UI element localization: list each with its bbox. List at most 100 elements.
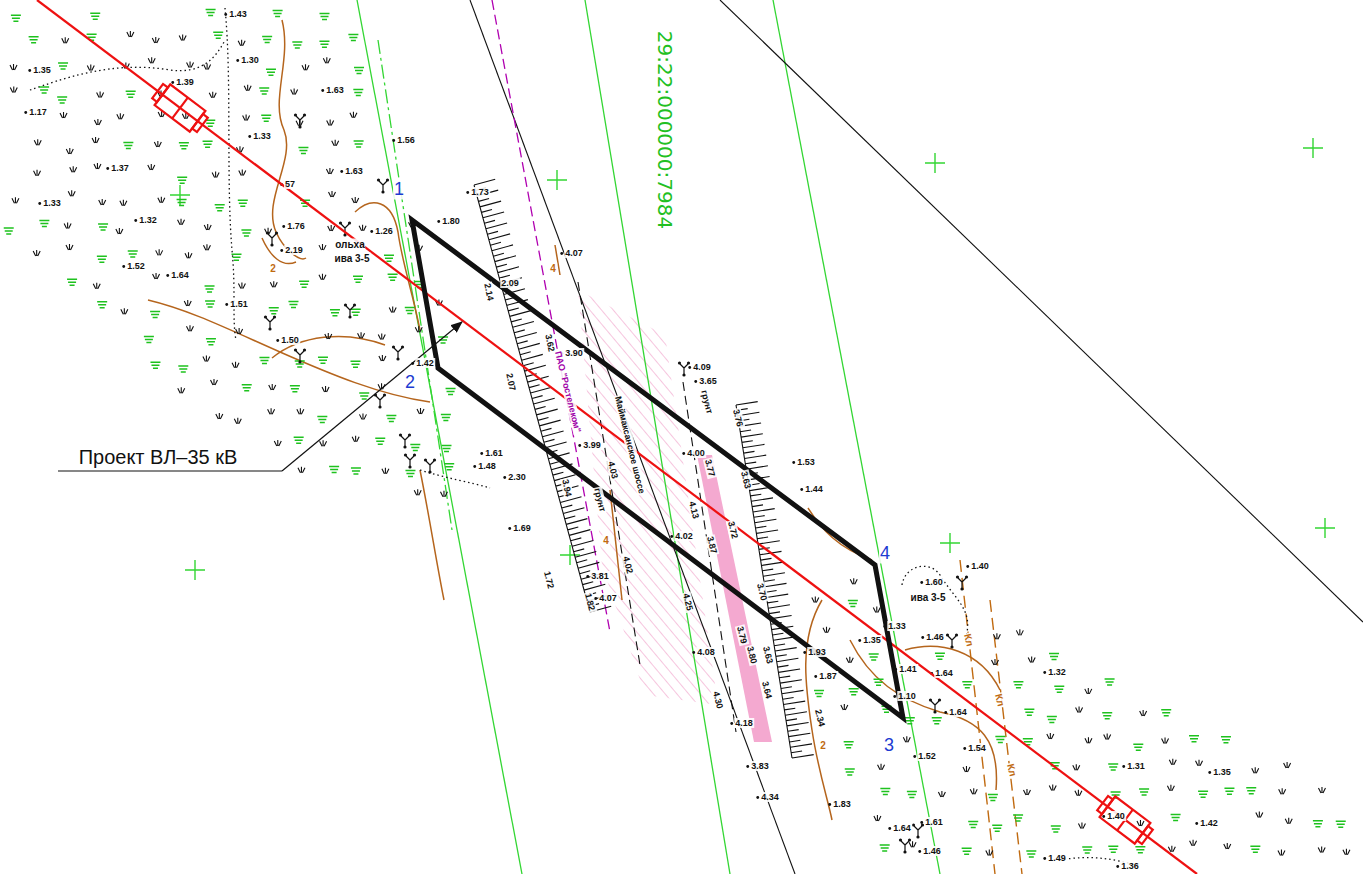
- shrub-symbol: [273, 315, 276, 318]
- grass-symbol: [187, 61, 194, 67]
- grass-symbol: [1137, 820, 1144, 826]
- elevation-point: [746, 765, 749, 768]
- grass-symbol: [70, 166, 77, 172]
- swamp-symbol: [203, 141, 213, 147]
- elevation-point: [814, 675, 817, 678]
- shrub-symbol: [264, 315, 267, 318]
- swamp-symbol: [874, 679, 884, 685]
- elevation-mark: 1.69: [512, 523, 532, 533]
- swamp-symbol: [814, 691, 824, 697]
- map-note: 1.82: [583, 591, 597, 612]
- shrub-symbol: [406, 456, 414, 466]
- grass-symbol: [352, 436, 359, 442]
- map-note: 4.30: [711, 689, 725, 710]
- elevation-mark: 4.34: [760, 792, 780, 802]
- grass-symbol: [414, 489, 421, 495]
- grass-symbol: [244, 85, 251, 91]
- swamp-symbol: [39, 87, 49, 93]
- boundary-lines: [357, 0, 1363, 874]
- elevation-point: [803, 651, 806, 654]
- swamp-symbol: [1313, 821, 1323, 827]
- grass-symbol: [210, 379, 217, 385]
- swamp-symbol: [241, 230, 251, 236]
- grass-symbol: [148, 57, 155, 63]
- elevation-point: [28, 69, 31, 72]
- swamp-symbol: [441, 414, 451, 420]
- grass-symbol: [327, 119, 334, 125]
- swamp-symbol: [295, 361, 305, 367]
- swamp-symbol: [1221, 737, 1231, 743]
- elevation-mark: 4.07: [564, 248, 584, 258]
- map-note: 1.72: [542, 569, 556, 590]
- elevation-mark: 1.35: [1212, 767, 1232, 777]
- shrub-symbol: [914, 826, 922, 836]
- shrub-symbol: [682, 373, 685, 376]
- elevation-point: [1122, 765, 1125, 768]
- grass-symbol: [1190, 840, 1197, 846]
- shrub-symbol: [294, 348, 297, 351]
- grass-symbol: [823, 627, 830, 633]
- swamp-symbol: [1082, 847, 1092, 853]
- swamp-symbol: [848, 601, 858, 607]
- grass-symbol: [204, 224, 211, 230]
- shrub-symbol: [901, 841, 909, 851]
- elevation-point: [1116, 865, 1119, 868]
- swamp-symbol: [205, 301, 215, 307]
- elevation-mark: 1.26: [374, 226, 394, 236]
- elevation-point: [888, 827, 891, 830]
- map-note: 4.03: [606, 459, 620, 480]
- corner-number: 1: [393, 179, 405, 200]
- elevation-point: [225, 303, 228, 306]
- elevation-point: [224, 13, 227, 16]
- elevation-mark: 1.10: [897, 691, 917, 701]
- elevation-mark: 1.51: [229, 299, 249, 309]
- grass-symbol: [209, 92, 216, 98]
- grass-symbol: [148, 164, 155, 170]
- vegetation-note: ива 3-5: [334, 253, 371, 264]
- swamp-symbol: [375, 438, 385, 444]
- shrub-symbol: [956, 575, 959, 578]
- shrub-symbol: [965, 575, 968, 578]
- shrub-symbol: [933, 710, 936, 713]
- elevation-point: [276, 339, 279, 342]
- elevation-point: [24, 111, 27, 114]
- swamp-symbol: [849, 689, 859, 695]
- shrub-symbol: [353, 303, 356, 306]
- grass-symbol: [1076, 707, 1083, 713]
- swamp-symbol: [150, 311, 160, 317]
- swamp-symbol: [1139, 789, 1149, 795]
- grass-symbol: [203, 355, 210, 361]
- elevation-mark: 1.64: [892, 823, 912, 833]
- elevation-point: [280, 249, 283, 252]
- grass-symbol: [297, 408, 304, 414]
- grass-symbol: [66, 244, 73, 250]
- grass-symbol: [350, 112, 357, 118]
- elevation-mark: 1.31: [1126, 761, 1146, 771]
- corner-number: 4: [879, 543, 891, 564]
- grass-symbol: [234, 418, 241, 424]
- callout-underline: [58, 470, 282, 471]
- shrub-symbol: [346, 306, 354, 316]
- leader-line: [282, 322, 462, 471]
- elevation-point: [893, 695, 896, 698]
- map-note: 3.64: [760, 679, 774, 700]
- grass-symbol: [417, 408, 424, 414]
- grass-symbol: [116, 228, 123, 234]
- utility-note: Кл: [962, 632, 976, 649]
- swamp-symbol: [126, 91, 136, 97]
- elevation-point: [392, 139, 395, 142]
- shrub-symbol: [958, 578, 966, 588]
- elevation-point: [800, 488, 803, 491]
- swamp-symbol: [995, 737, 1005, 743]
- swamp-symbol: [1105, 679, 1115, 685]
- swamp-symbol: [4, 228, 14, 234]
- swamp-symbol: [294, 437, 304, 443]
- grass-symbol: [1256, 812, 1263, 818]
- grass-symbol: [179, 35, 186, 41]
- grass-symbol: [1049, 785, 1056, 791]
- elevation-point: [171, 81, 174, 84]
- elevation-point: [944, 711, 947, 714]
- grass-symbol: [238, 40, 245, 46]
- crossing-area: [412, 220, 903, 718]
